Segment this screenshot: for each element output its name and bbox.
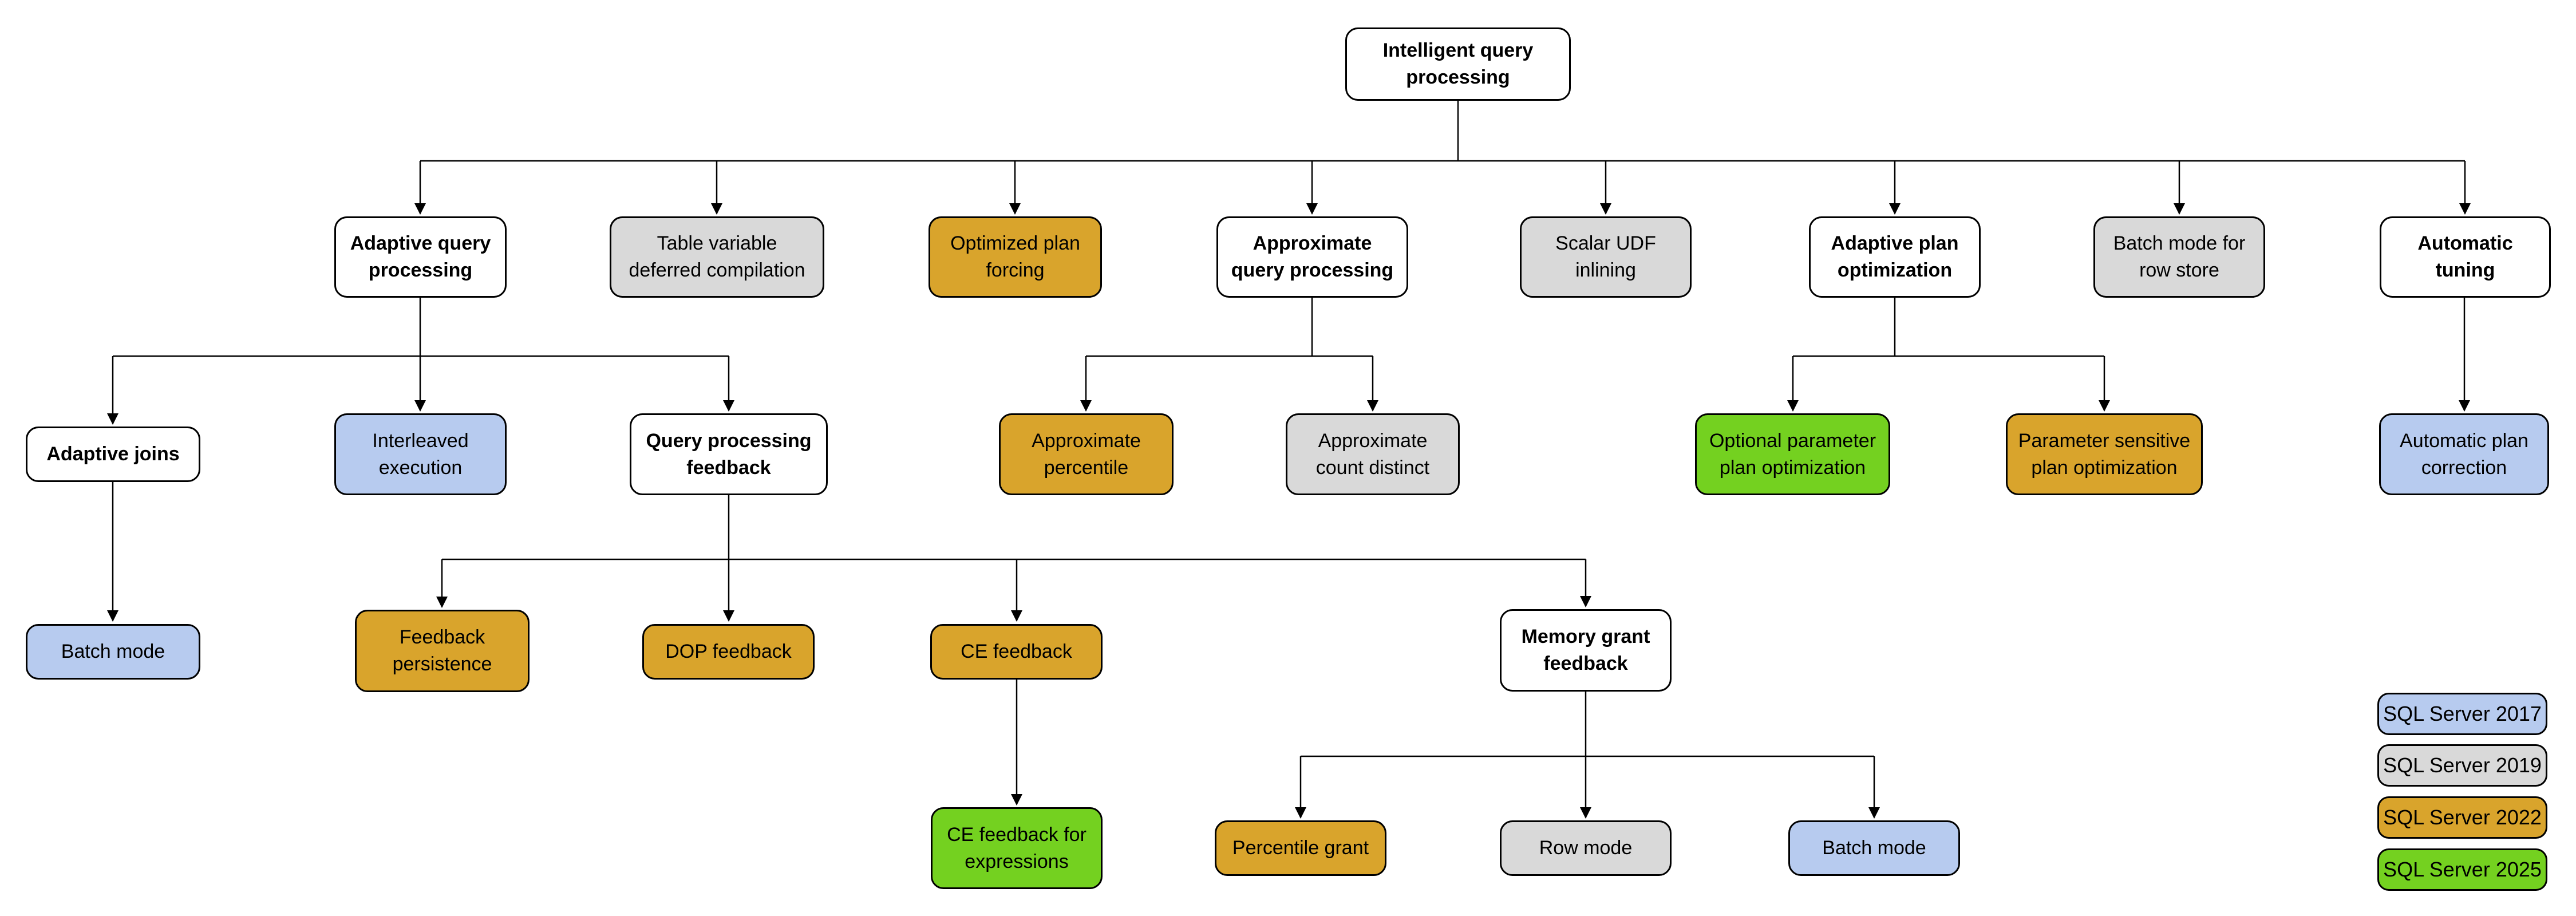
node-interleaved-execution: Interleaved execution: [334, 413, 507, 495]
node-approximate-count-distinct: Approximate count distinct: [1286, 413, 1460, 495]
legend-item-sql-server-2017: SQL Server 2017: [2377, 693, 2547, 735]
node-table-variable-deferred-compilation: Table variable deferred compilation: [610, 216, 824, 298]
connector-lines: [107, 101, 2471, 819]
node-row-mode: Row mode: [1500, 820, 1672, 876]
legend-item-sql-server-2019: SQL Server 2019: [2377, 744, 2547, 787]
node-optimized-plan-forcing: Optimized plan forcing: [929, 216, 1102, 298]
node-adaptive-joins: Adaptive joins: [26, 427, 200, 482]
node-batch-mode-memory-grant: Batch mode: [1788, 820, 1960, 876]
node-ce-feedback-for-expressions: CE feedback for expressions: [931, 807, 1103, 889]
node-approximate-percentile: Approximate percentile: [999, 413, 1174, 495]
node-automatic-plan-correction: Automatic plan correction: [2379, 413, 2549, 495]
node-feedback-persistence: Feedback persistence: [355, 610, 530, 692]
node-query-processing-feedback: Query processing feedback: [630, 413, 828, 495]
node-batch-mode-for-row-store: Batch mode for row store: [2093, 216, 2265, 298]
node-memory-grant-feedback: Memory grant feedback: [1500, 609, 1672, 692]
node-parameter-sensitive-plan-optimization: Parameter sensitive plan optimization: [2006, 413, 2203, 495]
node-optional-parameter-plan-optimization: Optional parameter plan optimization: [1695, 413, 1890, 495]
node-ce-feedback: CE feedback: [930, 624, 1103, 680]
node-approximate-query-processing: Approximate query processing: [1216, 216, 1408, 298]
node-intelligent-query-processing: Intelligent query processing: [1345, 27, 1571, 101]
node-adaptive-plan-optimization: Adaptive plan optimization: [1809, 216, 1981, 298]
node-percentile-grant: Percentile grant: [1215, 820, 1386, 876]
node-automatic-tuning: Automatic tuning: [2380, 216, 2551, 298]
node-batch-mode-adaptive-joins: Batch mode: [26, 624, 200, 680]
node-dop-feedback: DOP feedback: [642, 624, 815, 680]
node-scalar-udf-inlining: Scalar UDF inlining: [1520, 216, 1692, 298]
legend-item-sql-server-2022: SQL Server 2022: [2377, 796, 2547, 839]
node-adaptive-query-processing: Adaptive query processing: [334, 216, 507, 298]
legend-item-sql-server-2025: SQL Server 2025: [2377, 848, 2547, 891]
